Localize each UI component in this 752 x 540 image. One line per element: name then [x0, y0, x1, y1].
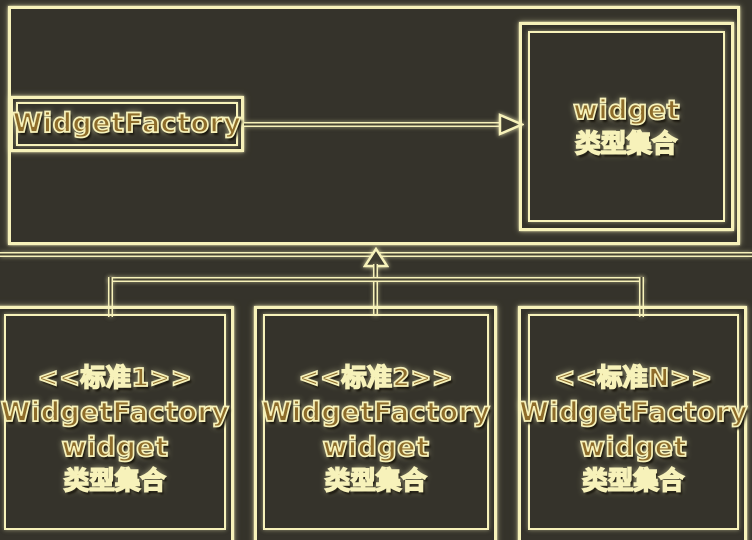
concrete-set-label-zh: 类型集合 [582, 465, 685, 496]
concrete-factory-label: WidgetFactory [0, 396, 230, 429]
association-arrow-line [244, 122, 500, 127]
concrete-widget-label: widget [579, 431, 688, 464]
widget-factory-box-inner: WidgetFactory [12, 102, 242, 146]
widget-set-label-zh: 类型集合 [575, 128, 678, 159]
stereotype-label: <<标准N>> [554, 363, 713, 394]
widget-set-box: widget 类型集合 [519, 22, 734, 231]
concrete-factory-box-2-inner: <<标准2>> WidgetFactory widget 类型集合 [261, 314, 491, 530]
connector-drop-left [108, 277, 113, 317]
stereotype-label: <<标准2>> [298, 363, 454, 394]
generalization-shaft [373, 264, 378, 316]
concrete-widget-label: widget [61, 431, 169, 464]
concrete-factory-box-1: <<标准1>> WidgetFactory widget 类型集合 [0, 306, 234, 540]
association-arrowhead-icon [498, 113, 524, 136]
widget-set-box-inner: widget 类型集合 [528, 31, 725, 222]
stereotype-label: <<标准1>> [37, 363, 193, 394]
concrete-factory-label: WidgetFactory [518, 396, 748, 429]
concrete-factory-box-2: <<标准2>> WidgetFactory widget 类型集合 [254, 306, 497, 540]
concrete-widget-label: widget [322, 431, 430, 464]
concrete-set-label-zh: 类型集合 [324, 465, 427, 496]
widget-set-label-en: widget [572, 94, 681, 127]
connector-trunk [108, 277, 644, 282]
abstract-factory-frame [8, 6, 740, 245]
concrete-factory-box-1-inner: <<标准1>> WidgetFactory widget 类型集合 [0, 314, 230, 530]
widget-factory-box: WidgetFactory [10, 96, 244, 152]
widget-factory-label: WidgetFactory [12, 108, 242, 141]
concrete-factory-box-3: <<标准N>> WidgetFactory widget 类型集合 [518, 306, 748, 540]
concrete-factory-box-3-inner: <<标准N>> WidgetFactory widget 类型集合 [518, 314, 748, 530]
concrete-set-label-zh: 类型集合 [63, 465, 166, 496]
concrete-factory-label: WidgetFactory [261, 396, 491, 429]
connector-drop-right [639, 277, 644, 317]
